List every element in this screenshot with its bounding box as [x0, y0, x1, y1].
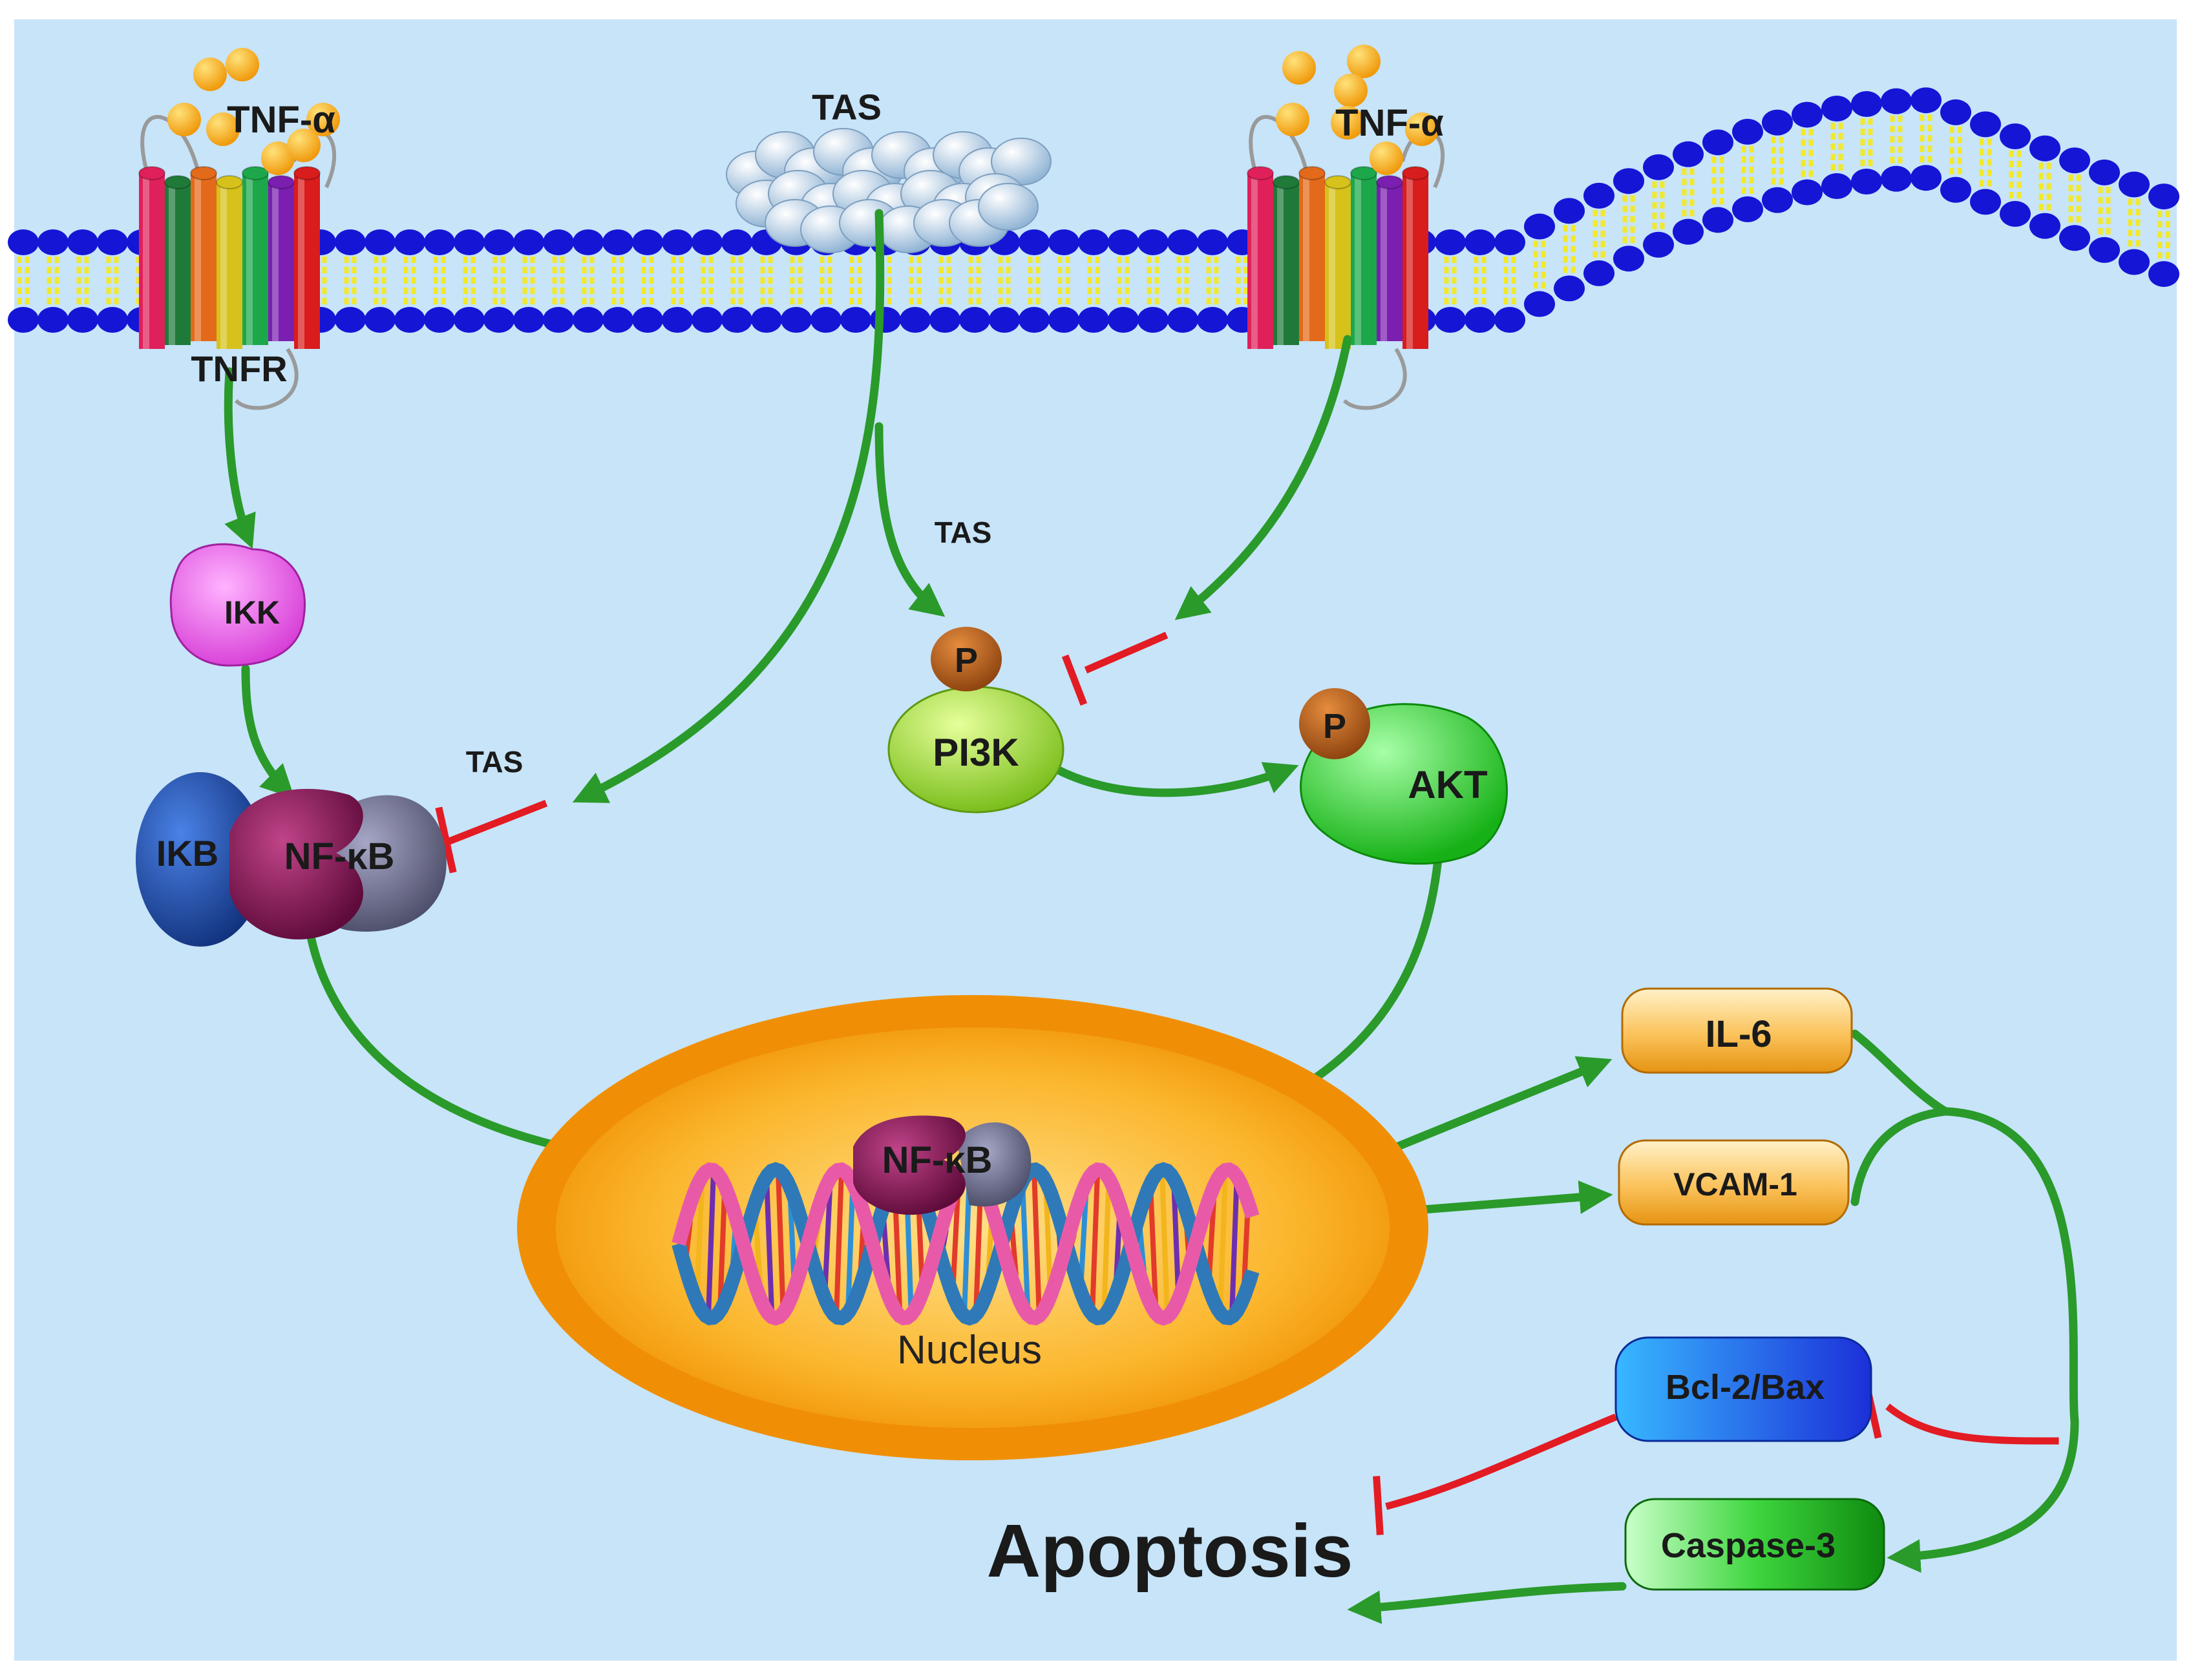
- caspase3-label: Caspase-3: [1661, 1526, 1836, 1565]
- inhibit-bcl2-apoptosis-bar: [1373, 1476, 1384, 1535]
- arrow-il6-merge: [1850, 1029, 1950, 1116]
- tnfr-label: TNFR: [191, 348, 287, 389]
- apoptosis-label: Apoptosis: [986, 1509, 1353, 1593]
- arrow-tas-to-nfkb: [572, 209, 885, 803]
- tas-nfkb-label: TAS: [466, 745, 524, 779]
- nfkb-shape: [229, 788, 363, 940]
- tnf-alpha-right-label: TNF-α: [1335, 102, 1444, 144]
- inhibit-tas-nfkb: [447, 799, 548, 845]
- inhibit-to-bcl2: [1885, 1403, 2059, 1445]
- inhibit-tnf-pi3k: [1084, 631, 1169, 674]
- dna-helix: [672, 1162, 1260, 1326]
- receptors-group: [138, 45, 1445, 410]
- arrow-caspase3-to-apoptosis: [1347, 1582, 1627, 1624]
- tas-molecule-cluster: [726, 128, 1052, 253]
- pi3k-phospho: [931, 627, 1002, 691]
- akt-node: P AKT: [1299, 688, 1508, 865]
- vcam1-box: VCAM-1: [1618, 1139, 1850, 1226]
- ikk-label: IKK: [224, 594, 280, 631]
- bcl2bax-label: Bcl-2/Bax: [1666, 1368, 1825, 1407]
- inhibit-tnf-pi3k-bar: [1061, 654, 1088, 706]
- ikk-node: IKK: [169, 543, 306, 667]
- nucleus-nfkb-complex: NF-κB: [853, 1115, 1032, 1215]
- vcam1-label: VCAM-1: [1673, 1166, 1797, 1202]
- arrow-vcam1-merge: [1850, 1107, 1950, 1206]
- pi3k-label: PI3K: [933, 731, 1019, 774]
- ikb-shape: [136, 772, 265, 947]
- nucleus-node: NF-κB Nucleus: [517, 995, 1428, 1460]
- caspase3-box: Caspase-3: [1624, 1498, 1885, 1591]
- akt-phospho: [1299, 688, 1370, 759]
- arrow-tnfr2-to-pi3k: [1174, 335, 1352, 620]
- arrow-to-caspase3: [1887, 1107, 2079, 1573]
- akt-label: AKT: [1408, 763, 1487, 806]
- inhibit-bcl2-apoptosis: [1385, 1413, 1618, 1510]
- pi3k-node: P PI3K: [887, 627, 1064, 814]
- il6-box: IL-6: [1621, 987, 1853, 1074]
- il6-label: IL-6: [1705, 1013, 1772, 1055]
- ikb-label: IKB: [156, 833, 218, 874]
- ikb-nfkb-complex: IKB NF-κB: [136, 772, 447, 947]
- nfkb-label: NF-κB: [284, 835, 395, 877]
- tnf-alpha-left-label: TNF-α: [227, 99, 335, 141]
- tas-pi3k-label: TAS: [935, 516, 992, 549]
- nucleus-label: Nucleus: [897, 1328, 1042, 1372]
- tas-top-label: TAS: [812, 87, 882, 127]
- inhibit-tas-nfkb-bar: [435, 806, 457, 874]
- akt-p-label: P: [1323, 707, 1346, 746]
- arrow-tnfr-to-ikk: [224, 367, 256, 549]
- nucleus-nfkb-label: NF-κB: [882, 1139, 993, 1181]
- arrow-pi3k-to-akt: [1046, 761, 1299, 797]
- arrow-tas-to-pi3k: [874, 422, 946, 617]
- pi3k-p-label: P: [955, 641, 978, 680]
- arrow-ikk-to-nfkb: [241, 664, 295, 799]
- bcl2bax-box: Bcl-2/Bax: [1614, 1336, 1872, 1442]
